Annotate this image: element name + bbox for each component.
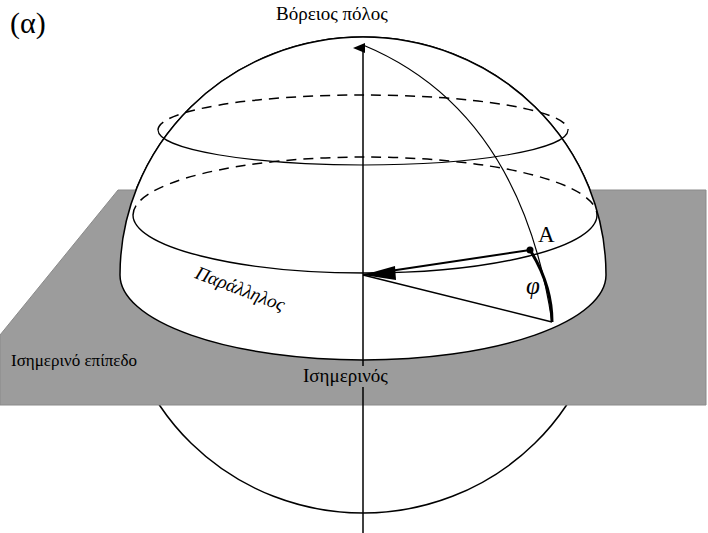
angle-label: φ xyxy=(526,272,540,300)
radius-to-equator xyxy=(363,275,552,322)
point-a xyxy=(527,247,534,254)
equator-label: Ισημερινός xyxy=(300,366,391,387)
angle-wedge xyxy=(363,266,396,280)
polar-axis xyxy=(362,48,364,533)
parallel-back xyxy=(133,157,597,215)
meridian xyxy=(363,45,552,322)
figure-letter: (α) xyxy=(10,6,46,39)
point-label: Α xyxy=(538,222,555,247)
pole-label: Βόρειος πόλος xyxy=(276,4,388,25)
plane-label: Ισημερινό επίπεδο xyxy=(10,352,138,371)
